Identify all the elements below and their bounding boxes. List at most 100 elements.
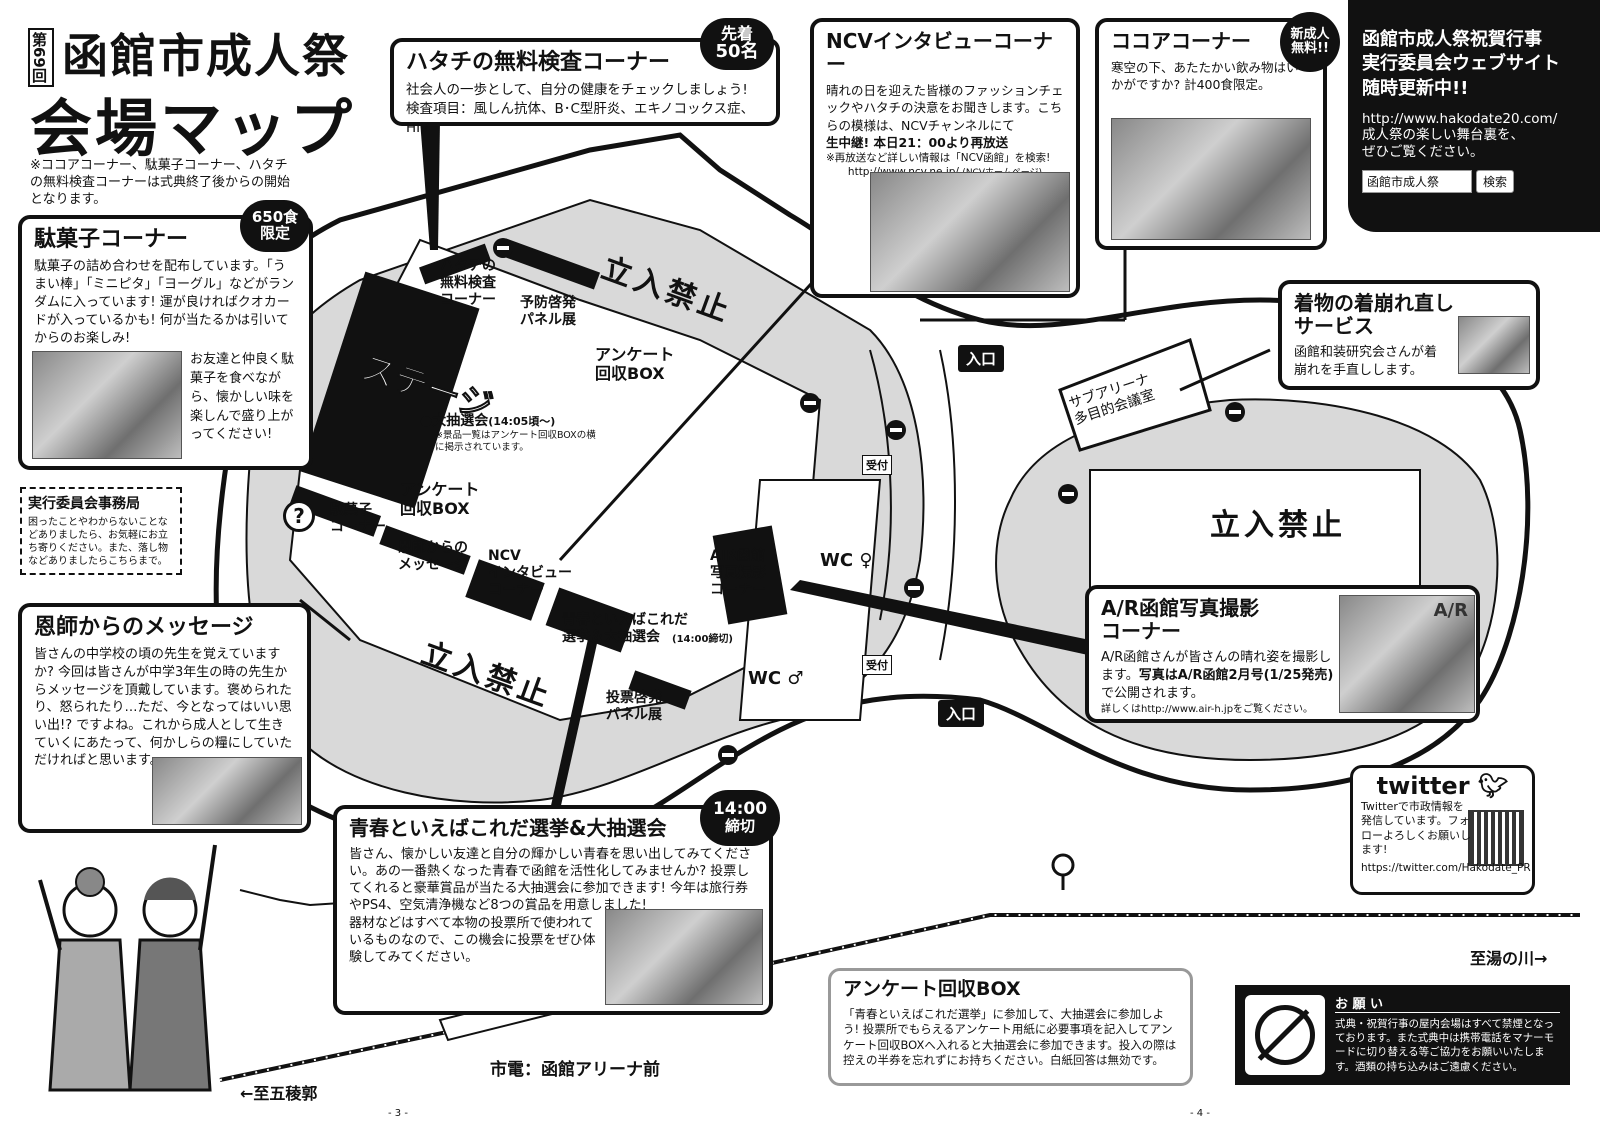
kimono-figures-illustration [38,844,217,1092]
wc-male: WC ♂ [748,668,804,689]
no-entry-sign-2 [800,393,820,413]
no-entry-sign-4 [904,578,924,598]
onshi-body: 皆さんの中学校の頃の先生を覚えていますか? 今回は皆さんが中学3年生の時の先生か… [34,647,293,769]
dagashi-title: 駄菓子コーナー [34,227,189,252]
ar-box: A/R函館写真撮影 コーナー A/R函館さんが皆さんの晴れ姿を撮影します。写真は… [1085,585,1480,723]
map-label-anketo-mid: アンケート 回収BOX [400,480,480,519]
twitter-box: twitter 🐦︎ Twitterで市政情報を発信しています。フォローよろしく… [1350,765,1535,895]
no-entry-sign-6 [1225,402,1245,422]
cocoa-photo [1111,118,1311,240]
onegai-body: 式典・祝賀行事の屋内会場はすべて禁煙となっております。また式典中は携帯電話をマナ… [1335,1018,1555,1073]
map-label-onshi: 恩師からの メッセージ [398,540,468,573]
map-label-hatachi: ハタチの 無料検査 コーナー [440,258,496,308]
website-title: 函館市成人祭祝賀行事 実行委員会ウェブサイト 随時更新中!! [1362,29,1560,99]
ar-photo-logo: A/R [1433,600,1468,621]
map-label-senkyo-time: (14:00締切) [672,634,733,645]
no-entry-sign-3 [886,420,906,440]
tram-stop-label: 市電：函館アリーナ前 [490,1060,660,1080]
senkyo-box: 青春といえばこれだ選挙&大抽選会 皆さん、懐かしい友達と自分の輝かしい青春を思い… [333,805,773,1015]
entrance-bottom: 入口 [938,700,985,727]
cocoa-title: ココアコーナー [1111,29,1251,53]
website-panel: 函館市成人祭祝賀行事 実行委員会ウェブサイト 随時更新中!! http://ww… [1348,0,1600,232]
cocoa-body: 寒空の下、あたたかい飲み物はいかがですか? 計400食限定。 [1111,60,1299,93]
search-input[interactable]: 函館市成人祭 [1362,169,1472,193]
cocoa-badge: 新成人無料!! [1280,12,1340,72]
cocoa-box: ココアコーナー 寒空の下、あたたかい飲み物はいかがですか? 計400食限定。 [1095,18,1327,250]
map-label-anketo-top: アンケート 回収BOX [595,345,675,384]
anketo-title: アンケート回収BOX [843,978,1021,1000]
website-body: 成人祭の楽しい舞台裏を、 ぜひご覧ください。 [1362,126,1524,161]
ncv-body-bold: 生中継! 本日21：00より再放送 [826,134,1009,150]
jimukyoku-title: 実行委員会事務局 [28,496,140,512]
ncv-title: NCVインタビューコーナー [826,29,1053,76]
page-title-line1: 函館市成人祭 [62,29,350,83]
ar-photo: A/R [1339,595,1475,713]
no-entry-sign-1 [493,238,513,258]
website-url[interactable]: http://www.hakodate20.com/ [1362,110,1558,127]
reception-bottom: 受付 [862,655,892,675]
dagashi-box: 駄菓子コーナー 駄菓子の詰め合わせを配布しています。「うまい棒」「ミニピタ」「ヨ… [18,215,313,470]
no-smoking-icon [1245,995,1325,1075]
search-button[interactable]: 検索 [1476,169,1515,193]
entrance-top: 入口 [958,345,1005,372]
page-number-right: - 4 - [1190,1108,1210,1119]
onegai-title: お 願 い [1335,993,1560,1013]
page-title-line2: 会場マップ [30,92,356,165]
senkyo-title: 青春といえばこれだ選挙&大抽選会 [349,816,667,840]
anketo-body: 「青春といえばこれだ選挙」に参加して、大抽選会に参加しよう! 投票所でもらえるア… [843,1006,1177,1068]
no-entry-sign-5 [718,745,738,765]
male-icon: ♂ [787,668,804,689]
senkyo-body2: 器材などはすべて本物の投票所で使われているものなので、この機会に投票をぜひ体験し… [349,915,596,965]
kimono-body: 函館和装研究会さんが着崩れを手直しします。 [1294,345,1438,378]
map-label-dagashi: 駄菓子 コーナー [330,502,386,535]
edition-label: 第69回 [28,28,54,87]
direction-left: ←至五稜郭 [240,1084,318,1103]
ar-body: A/R函館さんが皆さんの晴れ姿を撮影します。写真はA/R函館2月号(1/25発売… [1101,650,1334,701]
header-note: ※ココアコーナー、駄菓子コーナー、ハタチの無料検査コーナーは式典終了後からの開始… [30,158,291,207]
page-number-left: - 3 - [388,1108,408,1119]
question-icon: ? [283,500,315,532]
onshi-photo [152,757,302,825]
twitter-logo: twitter 🐦︎ [1376,772,1509,800]
lottery-label: ●大抽選会(14:05頃～) [420,413,556,429]
map-label-yobo: 予防啓発 パネル展 [520,295,576,328]
direction-right: 至湯の川→ [1470,949,1548,968]
twitter-body: Twitterで市政情報を発信しています。フォローよろしくお願いします! [1361,800,1471,856]
dagashi-badge: 650食限定 [240,200,310,252]
map-label-ncv: NCV インタビュー コーナー [488,548,572,598]
website-search: 函館市成人祭 検索 [1362,169,1586,193]
ar-title: A/R函館写真撮影 コーナー [1101,596,1260,643]
bird-icon: 🐦︎ [1477,772,1509,800]
kimono-title: 着物の着崩れ直し サービス [1294,291,1454,338]
reception-top: 受付 [862,455,892,475]
kimono-photo [1458,316,1530,374]
ar-note: 詳しくはhttp://www.air-h.jpをご覧ください。 [1101,703,1314,715]
hatachi-box: ハタチの無料検査コーナー 社会人の一歩として、自分の健康をチェックしましょう! … [390,38,780,136]
hatachi-body: 社会人の一歩として、自分の健康をチェックしましょう! 検査項目：風しん抗体、B･… [406,82,755,136]
dagashi-photo [32,351,182,459]
no-entry-right: 立入禁止 [1210,508,1346,543]
lottery-note: ※景品一覧はアンケート回収BOXの横に掲示されています。 [435,430,596,454]
dagashi-body: 駄菓子の詰め合わせを配布しています。「うまい棒」「ミニピタ」「ヨーグル」などがラ… [34,259,295,347]
qr-code-icon [1468,810,1524,866]
jimukyoku-body: 困ったことやわからないことなどありましたら、お気軽にお立ち寄りください。また、落… [28,517,168,567]
anketo-box: アンケート回収BOX 「青春といえばこれだ選挙」に参加して、大抽選会に参加しよう… [828,968,1193,1086]
senkyo-body: 皆さん、懐かしい友達と自分の輝かしい青春を思い出してみてください。あの一番熱くな… [349,847,752,914]
jimukyoku-box: 実行委員会事務局 困ったことやわからないことなどありましたら、お気軽にお立ち寄り… [20,487,182,575]
onshi-box: 恩師からのメッセージ 皆さんの中学校の頃の先生を覚えていますか? 今回は皆さんが… [18,603,311,833]
wc-female: WC ♀ [820,550,873,571]
ncv-box: NCVインタビューコーナー 晴れの日を迎えた皆様のファッションチェックやハタチの… [810,18,1080,298]
kimono-box: 着物の着崩れ直し サービス 函館和装研究会さんが着崩れを手直しします。 [1278,280,1540,390]
onegai-box: お 願 い 式典・祝賀行事の屋内会場はすべて禁煙となっております。また式典中は携… [1235,985,1570,1085]
map-label-senkyo: 青春といえばこれだ 選挙＆大抽選会 [562,612,688,645]
map-label-tohyo: 投票啓発 パネル展 [606,690,662,723]
ncv-body: 晴れの日を迎えた皆様のファッションチェックやハタチの決意をお聞きします。こちらの… [826,83,1064,133]
hatachi-title: ハタチの無料検査コーナー [406,50,671,75]
dagashi-body2: お友達と仲良く駄菓子を食べながら、懐かしい味を楽しんで盛り上がってください! [190,352,295,443]
map-label-air: AIR函館 写真撮影 コーナー [710,548,766,598]
ncv-note: ※再放送など詳しい情報は「NCV函館」を検索! [826,152,1051,164]
ncv-photo [870,172,1070,292]
no-entry-sign-7 [1058,484,1078,504]
